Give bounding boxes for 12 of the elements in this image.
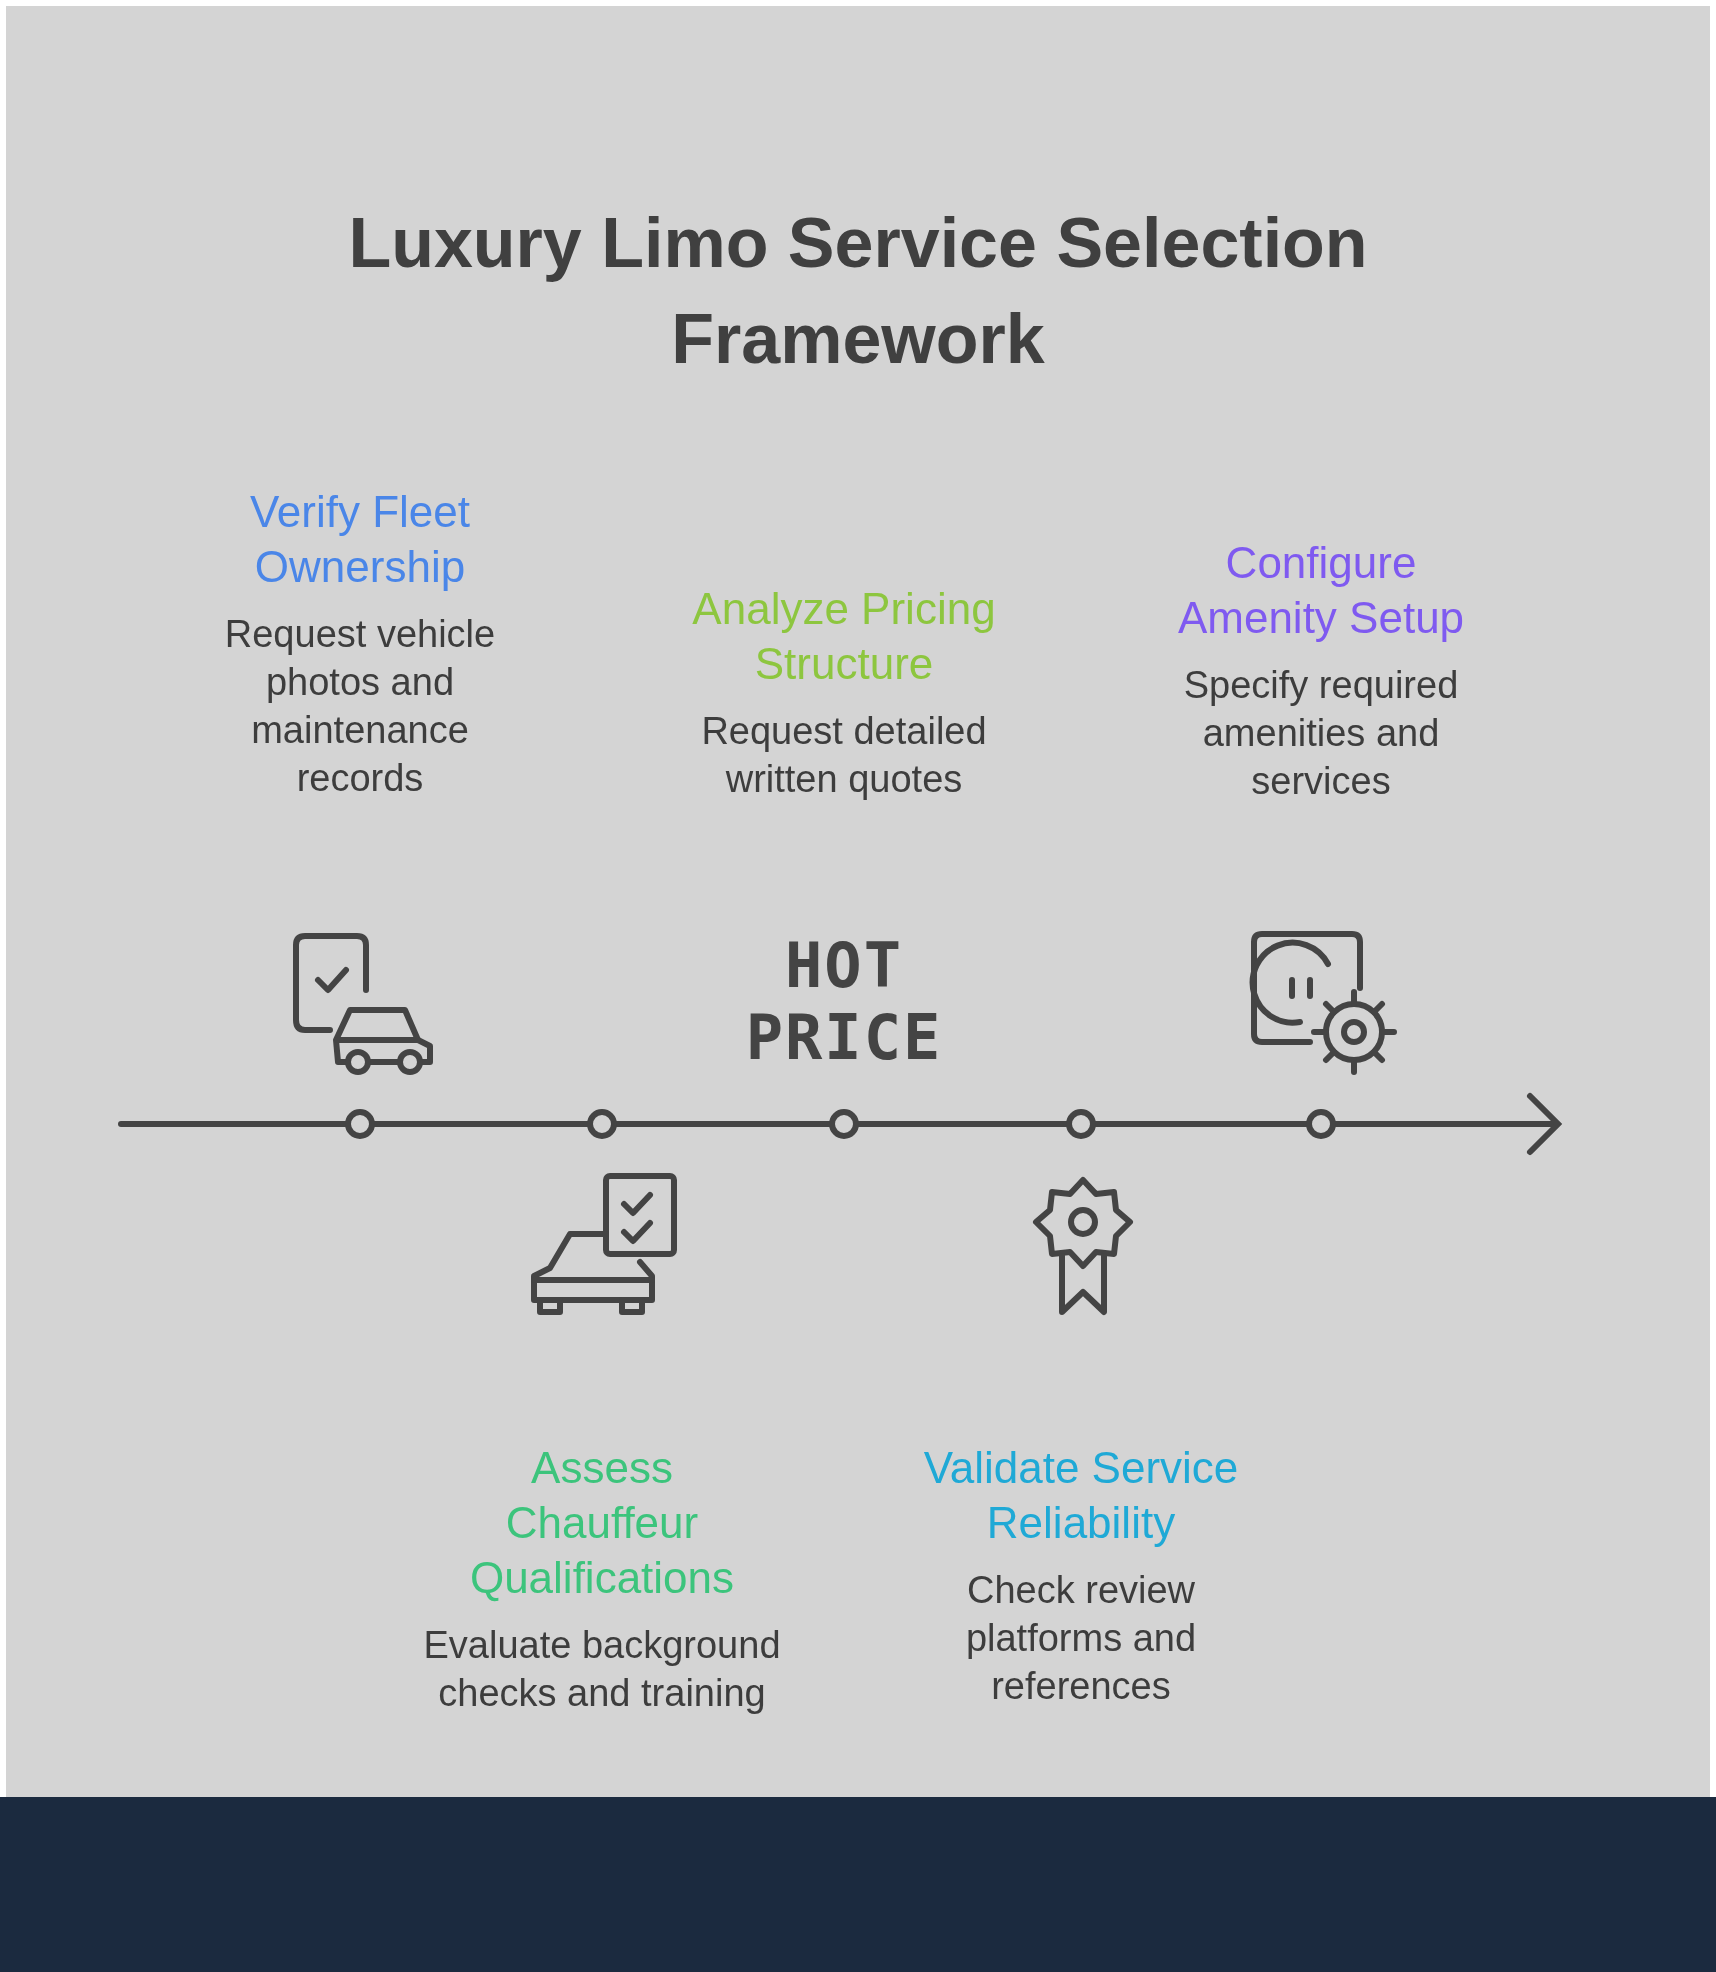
step-description: Request detailed written quotes bbox=[700, 709, 988, 802]
step-heading: Assess Chauffeur Qualifications bbox=[468, 1442, 736, 1604]
step-description: Request vehicle photos and maintenance records bbox=[223, 612, 497, 801]
step-heading: Verify Fleet Ownership bbox=[248, 486, 472, 593]
step-description: Specify required amenities and services bbox=[1182, 663, 1460, 804]
step-heading: Validate Service Reliability bbox=[922, 1442, 1240, 1549]
step-heading: Configure Amenity Setup bbox=[1176, 537, 1466, 644]
hot-price-label: HOT PRICE bbox=[744, 930, 944, 1074]
step-description: Check review platforms and references bbox=[964, 1568, 1198, 1709]
step-description: Evaluate background checks and training bbox=[422, 1623, 782, 1716]
title: Luxury Limo Service Selection Framework bbox=[347, 203, 1369, 380]
step-heading: Analyze Pricing Structure bbox=[691, 583, 997, 690]
